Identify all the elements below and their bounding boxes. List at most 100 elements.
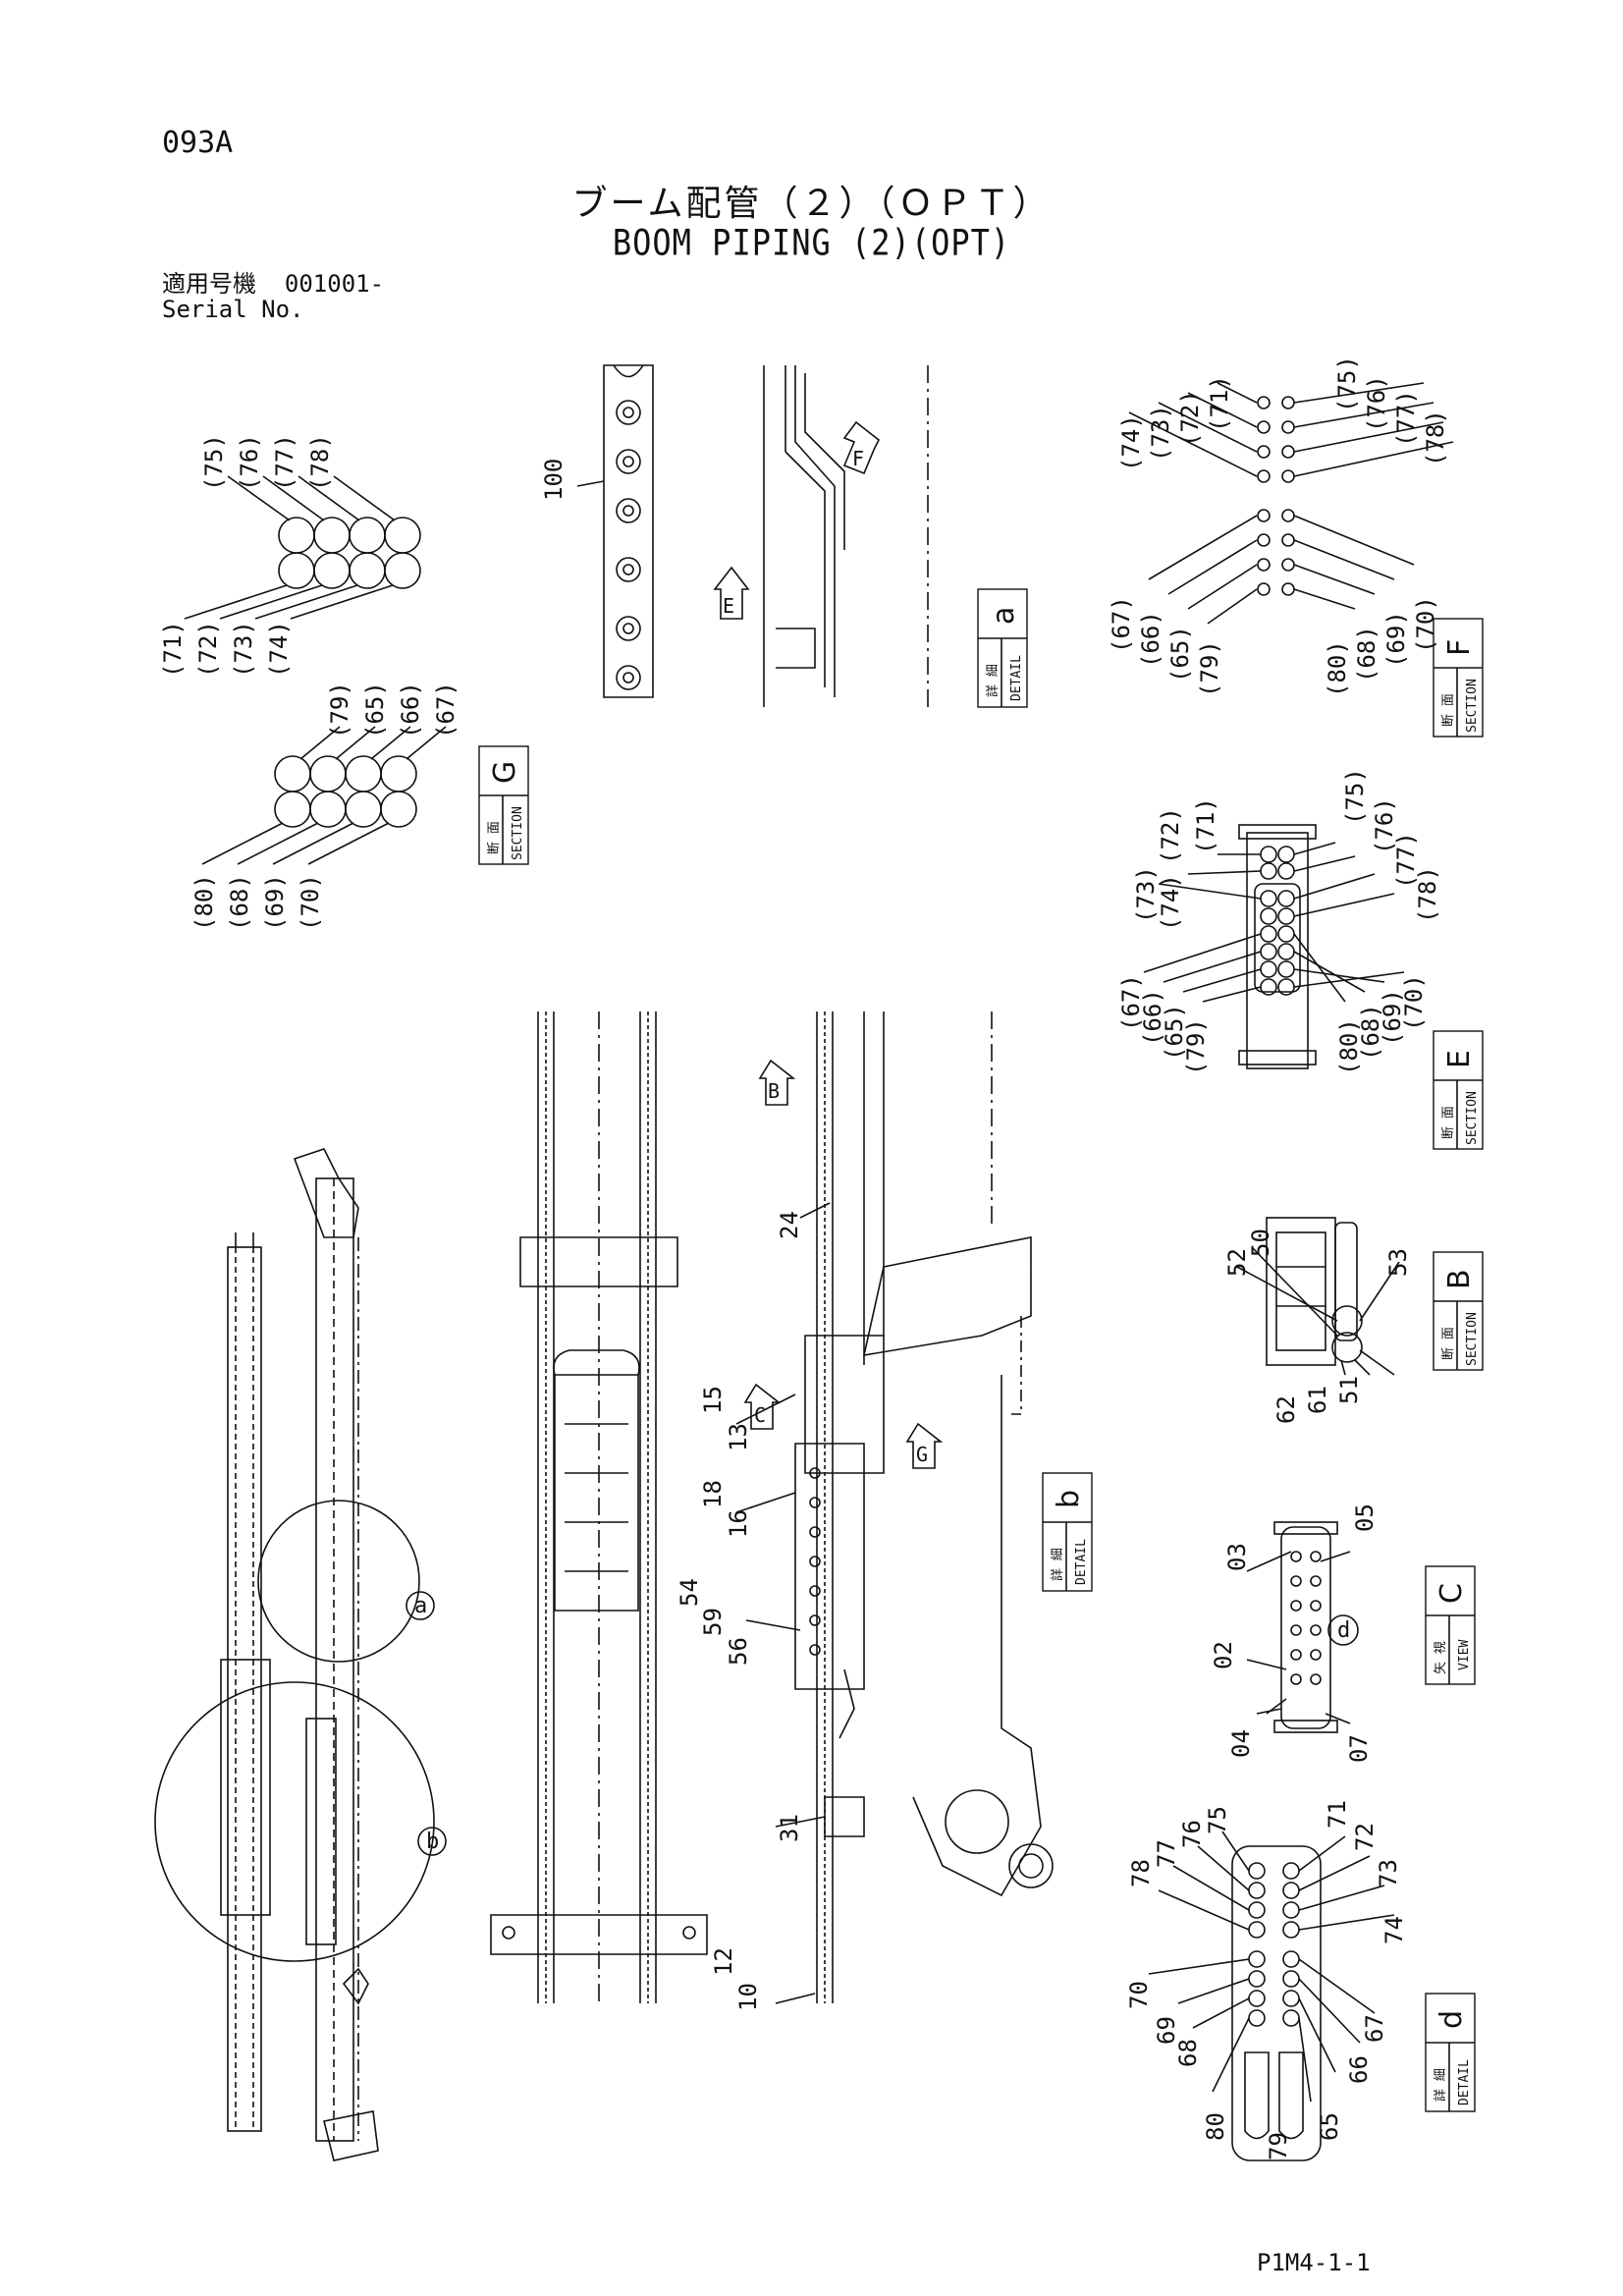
label-e-79: (79): [1182, 1018, 1210, 1075]
tag-detail-d: 詳 細 DETAIL d: [1425, 1993, 1476, 2112]
label-e-67: (67): [1117, 974, 1145, 1031]
label-f-66: (66): [1137, 611, 1164, 668]
label-b-54: 54: [676, 1578, 703, 1607]
arrow-b-label: B: [768, 1079, 780, 1103]
tag-section-b-jp: 断 面: [1441, 1327, 1456, 1360]
section-g-upper-circles: [184, 475, 421, 620]
label-e-75: (75): [1341, 768, 1369, 825]
section-b-labels: 52 50 53 62 61 51: [1223, 1229, 1412, 1424]
tag-view-c-en: VIEW: [1457, 1640, 1472, 1670]
label-g-79: (79): [326, 682, 353, 738]
label-e-78: (78): [1414, 866, 1441, 923]
tag-detail-a-jp: 詳 細: [985, 664, 1001, 697]
label-e-77: (77): [1392, 832, 1420, 889]
arrow-e-label: E: [723, 594, 734, 618]
label-sb-62: 62: [1272, 1395, 1300, 1424]
label-e-71: (71): [1192, 797, 1219, 854]
arrow-f: [842, 420, 881, 475]
section-b-diagram: [1236, 1217, 1400, 1376]
detail-b-left-rail: [490, 1011, 708, 2003]
tag-section-b-letter: B: [1442, 1269, 1477, 1289]
tag-detail-a-en: DETAIL: [1009, 655, 1024, 701]
detail-a-labels: 100 E F: [540, 447, 864, 618]
tag-section-e-jp: 断 面: [1441, 1106, 1456, 1139]
label-f-76: (76): [1363, 375, 1390, 432]
serial-value: 001001-: [284, 270, 385, 298]
tag-section-e-en: SECTION: [1465, 1091, 1480, 1145]
label-sb-61: 61: [1304, 1386, 1331, 1414]
arrow-c-label: C: [754, 1403, 766, 1427]
view-c-labels: 03 05 02 04 07 d: [1210, 1503, 1379, 1763]
label-a-100: 100: [540, 459, 568, 501]
detail-b-part-labels: 24 15 13 18 16 54 59 56 31 12 10: [676, 1211, 803, 2011]
detail-b-leaders: [735, 1202, 831, 2004]
arrow-f-label: F: [852, 447, 864, 470]
circle-b-label: b: [426, 1830, 439, 1854]
tag-detail-a: 詳 細 DETAIL a: [977, 588, 1028, 708]
arrow-g-label: G: [916, 1443, 928, 1466]
section-f-labels: (74) (73) (72) (71) (75) (76) (77) (78) …: [1108, 355, 1449, 697]
label-g-70: (70): [297, 874, 324, 931]
label-b-12: 12: [710, 1947, 737, 1976]
label-g-66: (66): [397, 682, 424, 738]
label-b-15: 15: [699, 1386, 727, 1414]
detail-circle-b: [154, 1681, 447, 1962]
label-e-65: (65): [1161, 1004, 1188, 1061]
label-d-75: 75: [1204, 1806, 1231, 1834]
tag-detail-b: 詳 細 DETAIL b: [1042, 1472, 1093, 1592]
label-b-16: 16: [725, 1509, 752, 1538]
label-vc-02: 02: [1210, 1641, 1237, 1669]
label-f-80: (80): [1324, 640, 1351, 697]
label-d-77: 77: [1153, 1839, 1180, 1868]
label-f-75: (75): [1333, 355, 1361, 412]
label-d-74: 74: [1380, 1916, 1408, 1944]
label-g-77: (77): [271, 434, 298, 491]
label-d-67: 67: [1361, 2014, 1388, 2043]
label-g-80: (80): [190, 874, 218, 931]
label-g-74: (74): [265, 621, 293, 678]
label-g-75: (75): [200, 434, 228, 491]
label-g-69: (69): [261, 874, 289, 931]
label-e-68: (68): [1357, 1004, 1384, 1061]
label-e-69: (69): [1379, 989, 1406, 1046]
label-b-18: 18: [699, 1480, 727, 1508]
label-sb-50: 50: [1247, 1229, 1274, 1257]
label-b-59: 59: [699, 1608, 727, 1636]
tag-detail-b-letter: b: [1052, 1490, 1086, 1508]
overview-circle-labels: a b: [414, 1594, 439, 1854]
tag-section-g: 断 面 SECTION G: [478, 745, 529, 865]
serial-line-jp: 適用号機 001001-: [162, 271, 384, 297]
detail-b-right-rail: [794, 1011, 1054, 2003]
label-e-72: (72): [1157, 807, 1184, 864]
label-g-65: (65): [361, 682, 389, 738]
label-b-13: 13: [725, 1423, 752, 1451]
serial-label-jp: 適用号機: [162, 270, 256, 298]
drawing-code: 093A: [162, 126, 234, 160]
detail-d-labels: 75 76 77 78 70 69 68 80 71 72 73 74 67 6…: [1125, 1800, 1408, 2160]
detail-a-pipe-run: [763, 365, 929, 707]
label-d-73: 73: [1375, 1859, 1402, 1887]
label-f-65: (65): [1166, 626, 1194, 683]
arrow-g: [905, 1422, 944, 1469]
label-b-24: 24: [776, 1211, 803, 1239]
arrow-c: [743, 1383, 782, 1430]
label-f-72: (72): [1176, 390, 1204, 447]
tag-detail-d-jp: 詳 細: [1433, 2068, 1448, 2102]
label-f-74: (74): [1117, 414, 1145, 471]
label-f-68: (68): [1353, 626, 1380, 683]
tag-section-b-en: SECTION: [1465, 1312, 1480, 1366]
label-d-76: 76: [1178, 1820, 1206, 1848]
label-d-65: 65: [1316, 2112, 1343, 2141]
page-id: P1M4-1-1: [1257, 2249, 1371, 2276]
section-g-labels: (75) (76) (77) (78) (71) (72) (73) (74) …: [159, 434, 460, 931]
label-d-72: 72: [1351, 1823, 1379, 1851]
label-f-71: (71): [1206, 375, 1233, 432]
label-d-66: 66: [1345, 2055, 1373, 2084]
boom-overview: [220, 1148, 379, 2161]
label-vc-05: 05: [1351, 1503, 1379, 1532]
circle-d-label: d: [1337, 1618, 1350, 1643]
tag-detail-b-en: DETAIL: [1074, 1539, 1089, 1585]
label-vc-07: 07: [1345, 1734, 1373, 1763]
label-e-74: (74): [1157, 874, 1184, 931]
